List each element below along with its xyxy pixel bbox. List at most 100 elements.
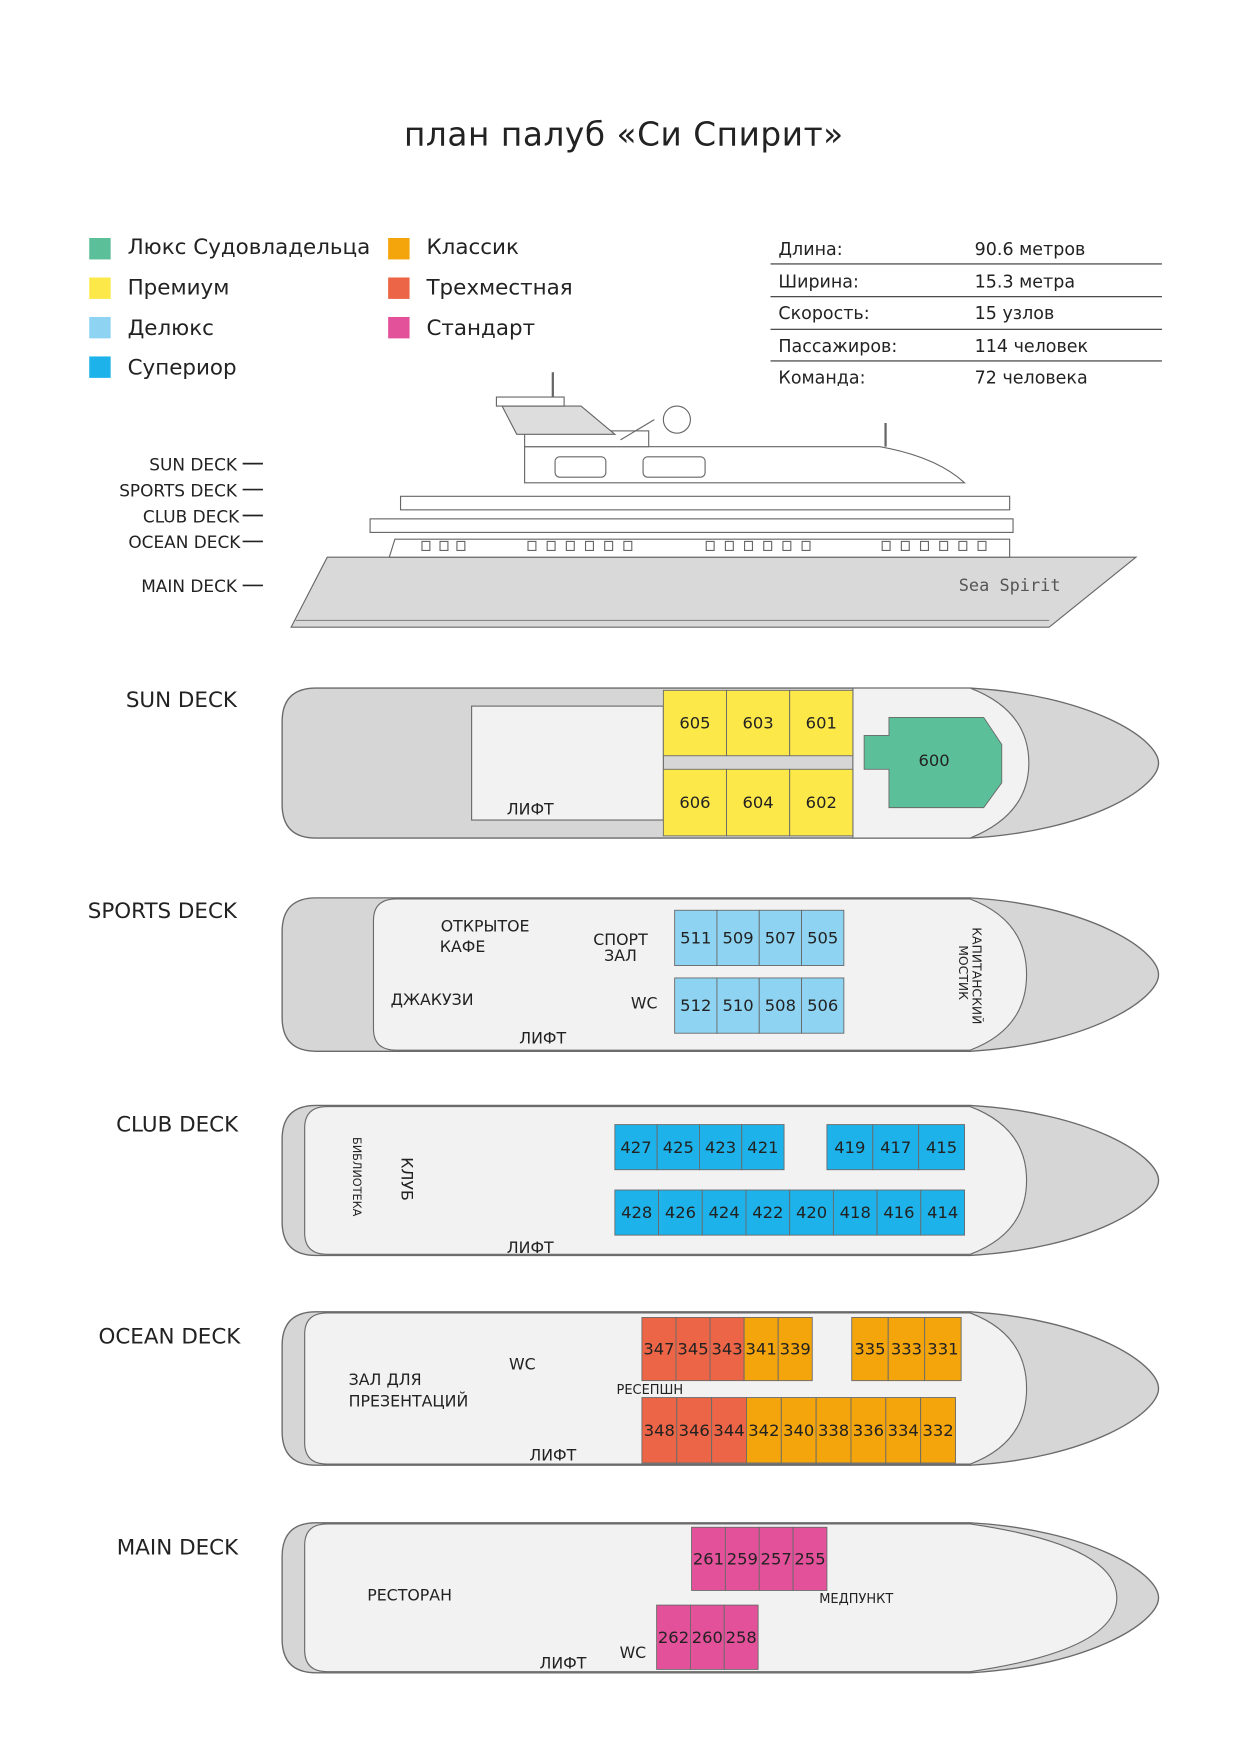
cabin-number: 512 [680,996,711,1015]
cabin-341[interactable] [743,1317,779,1382]
cabin-421[interactable] [741,1124,785,1171]
medical-label: МЕДПУНКТ [819,1592,893,1607]
cabin-335[interactable] [851,1317,889,1382]
cabin-number: 605 [679,714,710,733]
cabin-425[interactable] [656,1124,700,1171]
profile-deck-label: MAIN DECK [141,576,238,596]
cabin-342[interactable] [746,1397,782,1464]
legend-swatch [388,238,410,260]
cabin-332[interactable] [920,1397,956,1464]
ship-profile: SUN DECK SPORTS DECK CLUB DECK OCEAN DEC… [119,372,1138,628]
cabin-414[interactable] [920,1189,965,1236]
cabin-259[interactable] [724,1526,760,1591]
cabin-331[interactable] [924,1317,962,1382]
cabin-255[interactable] [792,1526,828,1591]
hall-label: ЗАЛ ДЛЯ [349,1370,422,1389]
cabin-336[interactable] [850,1397,887,1464]
cabin-507[interactable] [758,909,802,966]
cabin-number: 334 [888,1421,919,1440]
cabin-340[interactable] [780,1397,817,1464]
cabin-number: 346 [679,1421,710,1440]
profile-deck-label: SPORTS DECK [119,480,238,500]
lift-label: ЛИФТ [507,1238,554,1257]
cabin-number: 348 [644,1421,675,1440]
cabin-number: 257 [761,1550,792,1569]
cabin-505[interactable] [801,909,845,966]
cabin-number: 335 [854,1340,885,1359]
cabin-number: 424 [709,1203,740,1222]
cabin-601[interactable] [789,689,854,757]
cabin-418[interactable] [832,1189,878,1236]
deck-area [304,1523,1118,1673]
cabin-number: 338 [818,1421,849,1440]
cabin-258[interactable] [723,1604,759,1670]
cabin-number: 510 [722,996,753,1015]
legend-label: Классик [426,235,519,260]
cabin-416[interactable] [876,1189,922,1236]
gym-label: СПОРТ [593,930,648,949]
ship-side-view: Sea Spirit [290,372,1138,628]
cabin-600[interactable] [863,716,1003,809]
profile-deck-label: OCEAN DECK [128,532,241,552]
cabin-number: 507 [765,929,796,948]
cabin-347[interactable] [641,1317,677,1382]
deck-title-main: MAIN DECK [117,1535,239,1560]
legend-label: Премиум [128,275,230,300]
cabin-number: 336 [853,1421,884,1440]
cabin-606[interactable] [662,768,727,837]
cabin-number: 428 [621,1203,652,1222]
cabin-423[interactable] [699,1124,743,1171]
cabin-506[interactable] [801,977,845,1034]
cabin-604[interactable] [726,768,791,837]
cabin-257[interactable] [758,1526,794,1591]
lift-label: ЛИФТ [529,1446,576,1465]
deck-title-club: CLUB DECK [116,1112,239,1137]
cabin-number: 419 [834,1138,865,1157]
cabin-424[interactable] [701,1189,747,1236]
bridge-label: КАПИТАНСКИЙ [969,927,984,1024]
cabin-338[interactable] [815,1397,852,1464]
cabin-number: 423 [705,1138,736,1157]
cabin-508[interactable] [758,977,802,1034]
cabin-602[interactable] [789,768,854,837]
cabin-427[interactable] [614,1124,658,1171]
cabin-262[interactable] [656,1604,691,1670]
cabin-number: 606 [679,793,710,812]
spec-value: 72 человека [975,369,1088,389]
cabin-number: 603 [743,714,774,733]
cabin-426[interactable] [658,1189,703,1236]
cabin-339[interactable] [777,1317,813,1382]
cabin-603[interactable] [726,689,791,757]
cabin-number: 259 [727,1550,758,1569]
cabin-number: 347 [643,1340,674,1359]
cabin-415[interactable] [918,1124,965,1171]
cabin-number: 602 [806,793,837,812]
cabin-419[interactable] [826,1124,874,1171]
cabin-number: 506 [807,996,838,1015]
club-label: КЛУБ [398,1157,417,1201]
cabin-605[interactable] [662,689,727,757]
cabin-number: 262 [658,1628,689,1647]
cabin-number: 416 [883,1203,914,1222]
cabin-260[interactable] [689,1604,725,1670]
profile-deck-label: SUN DECK [149,454,238,474]
cabin-number: 255 [794,1550,825,1569]
cabin-number: 414 [927,1203,958,1222]
cabin-333[interactable] [887,1317,926,1382]
cabin-number: 415 [926,1138,957,1157]
cabin-number: 340 [783,1421,814,1440]
cabin-509[interactable] [716,909,760,966]
cabin-348[interactable] [641,1397,678,1464]
cabin-261[interactable] [691,1526,726,1591]
cabin-510[interactable] [716,977,760,1034]
cabin-511[interactable] [674,909,718,966]
cabin-422[interactable] [745,1189,791,1236]
deck-title-sports: SPORTS DECK [88,899,238,924]
cabin-346[interactable] [676,1397,713,1464]
spec-label: Скорость: [778,304,869,324]
room-labels: ЛИФТ ОТКРЫТОЕ КАФЕ СПОРТ ЗАЛ ДЖАКУЗИ WC … [349,799,985,1672]
cabin-345[interactable] [675,1317,711,1382]
cabin-number: 341 [746,1340,777,1359]
lift-label: ЛИФТ [519,1028,566,1047]
cabin-number: 426 [665,1203,696,1222]
